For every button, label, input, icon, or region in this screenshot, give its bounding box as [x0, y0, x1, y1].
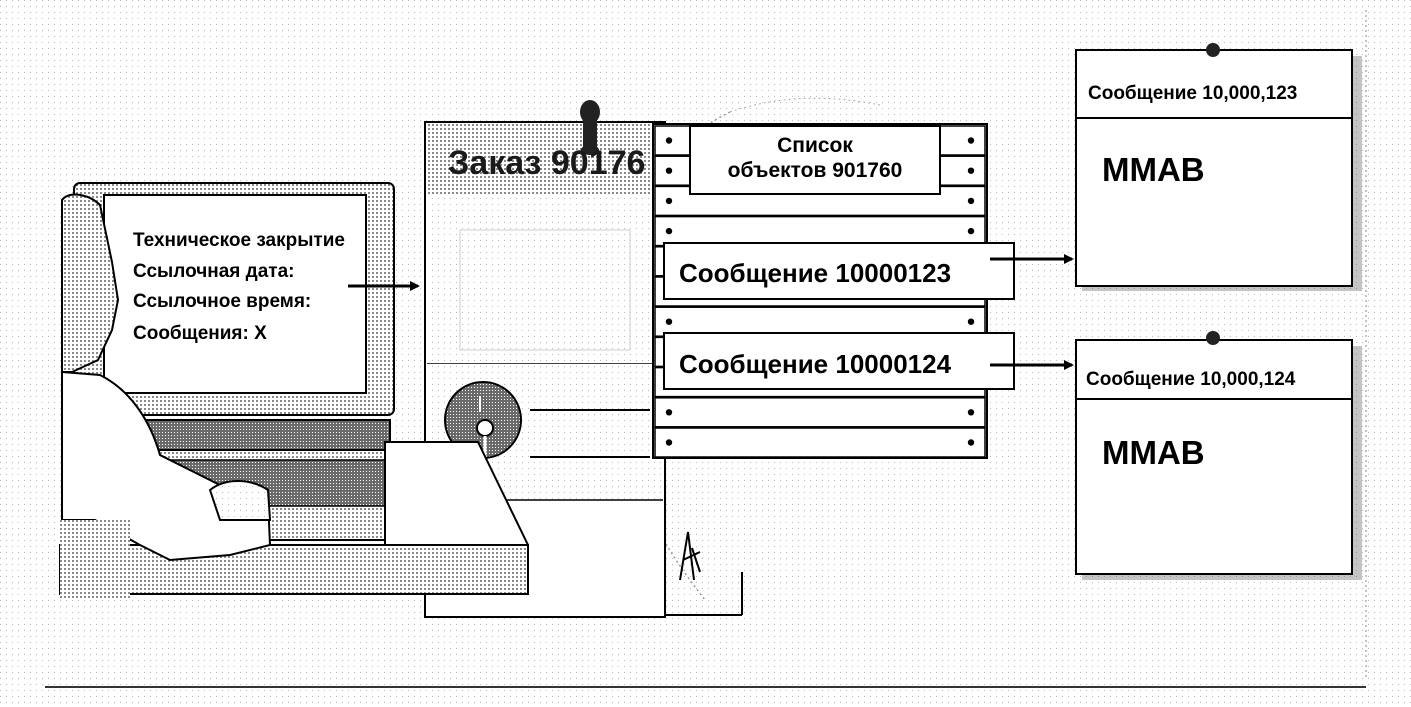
user-head [61, 193, 120, 373]
message-strip-a [663, 242, 1015, 300]
note-b-body: MMAB [1102, 434, 1205, 471]
strip-hole-icon [967, 137, 975, 144]
strip-hole-icon [967, 318, 975, 325]
screen-line-technical-close: Техническое закрытие [133, 230, 345, 251]
screen-line-messages: Сообщения: X [133, 323, 267, 344]
strip-hole-icon [967, 167, 975, 174]
strip-hole-icon [967, 439, 975, 446]
strip-hole-icon [665, 197, 673, 205]
strip-hole-icon [665, 167, 673, 174]
message-strip-a-label: Сообщение 10000123 [679, 258, 952, 288]
list-strip [654, 215, 986, 247]
strip-hole-icon [967, 409, 975, 416]
note-b-header: Сообщение 10,000,124 [1086, 369, 1296, 390]
screen-line-reference-date: Ссылочная дата: [133, 261, 295, 282]
pin-icon [580, 100, 600, 155]
computer-workstation [59, 182, 529, 600]
message-strip-b-label: Сообщение 10000124 [679, 349, 952, 379]
strip-hole-icon [967, 227, 975, 235]
list-strip [654, 397, 986, 428]
desk [59, 544, 529, 595]
strip-hole-icon [967, 197, 975, 205]
list-strip [654, 306, 986, 337]
object-list-title-line1: Список [777, 134, 853, 157]
order-title: Заказ 90176 [448, 146, 646, 180]
note-a-header: Сообщение 10,000,123 [1088, 83, 1298, 104]
note-card-a [1075, 43, 1362, 291]
strip-hole-icon [665, 409, 673, 416]
object-list-title-line2: объектов 901760 [727, 159, 903, 182]
pin-icon [1206, 331, 1220, 345]
screen-line-reference-time: Ссылочное время: [133, 291, 312, 312]
strip-hole-icon [665, 439, 673, 446]
note-card-b [1075, 331, 1362, 580]
dotted-arc-top [729, 97, 881, 113]
list-strip [654, 427, 986, 458]
message-strip-b [663, 332, 1015, 390]
user-hand [208, 480, 272, 521]
pin-icon [1206, 43, 1220, 57]
strip-hole-icon [665, 318, 673, 325]
object-list-title-tab [689, 125, 941, 195]
note-a-body: MMAB [1102, 151, 1205, 188]
strip-hole-icon [665, 137, 673, 144]
strip-hole-icon [665, 227, 673, 235]
